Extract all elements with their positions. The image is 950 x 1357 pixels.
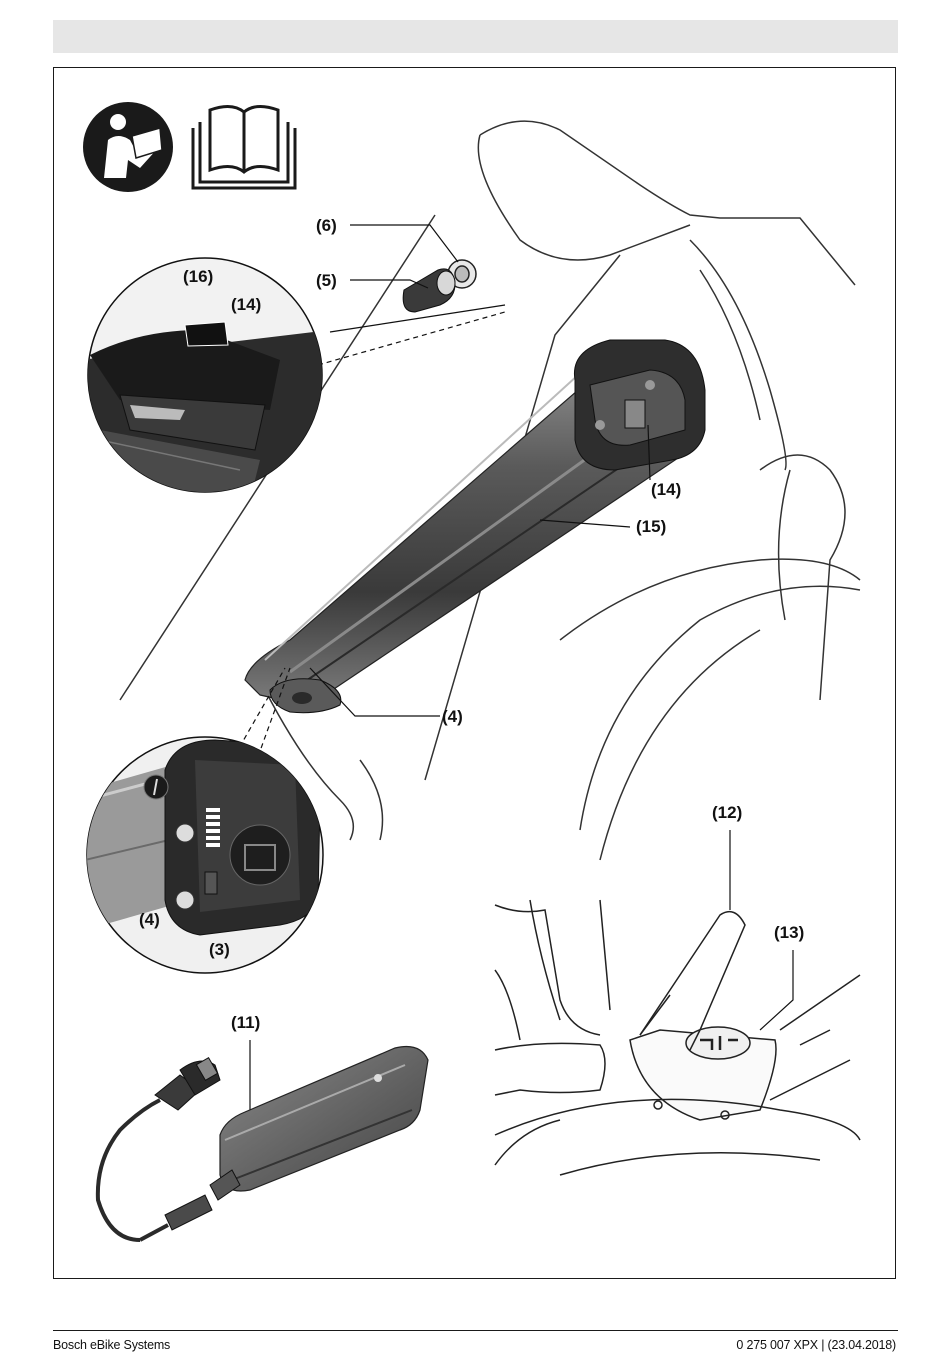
callout-11: (11): [231, 1014, 260, 1031]
callout-5: (5): [316, 272, 337, 289]
callout-14-battery: (14): [651, 481, 681, 498]
frame-charging-socket: [495, 900, 860, 1175]
callout-4-inset: (4): [139, 911, 160, 928]
battery-key: [403, 269, 455, 312]
footer-doc-ref: 0 275 007 XPX | (23.04.2018): [736, 1338, 896, 1352]
callout-4-main: (4): [442, 708, 463, 725]
charger: [98, 1047, 428, 1241]
callout-15: (15): [636, 518, 666, 535]
callout-14-inset: (14): [231, 296, 261, 313]
callout-16: (16): [183, 268, 213, 285]
manual-book-icon: [193, 106, 295, 188]
inset-lock-detail: [80, 258, 330, 500]
callout-3: (3): [209, 941, 230, 958]
callout-6: (6): [316, 217, 337, 234]
callout-12: (12): [712, 804, 742, 821]
footer-brand: Bosch eBike Systems: [53, 1338, 170, 1352]
inset-indicator-detail: [85, 737, 323, 973]
read-manual-icon: [83, 102, 173, 192]
footer-rule: [53, 1330, 898, 1331]
callout-13: (13): [774, 924, 804, 941]
